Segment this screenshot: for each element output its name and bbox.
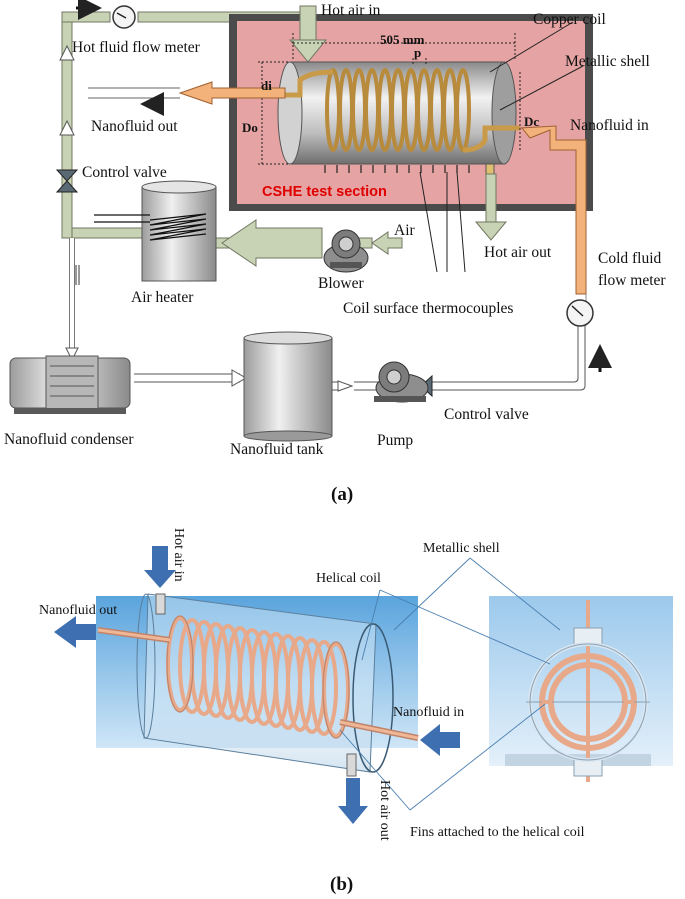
- label-do: Do: [242, 120, 258, 135]
- label-nanofluid-out-b: Nanofluid out: [39, 603, 118, 618]
- cross-section-inset: [505, 600, 651, 782]
- label-air-heater: Air heater: [131, 289, 194, 306]
- label-nanofluid-condenser: Nanofluid condenser: [4, 431, 134, 448]
- label-coil-surface-thermocouples: Coil surface thermocouples: [343, 300, 514, 317]
- blue-arrows: [54, 546, 460, 824]
- hot-fluid-flow-meter: [112, 5, 136, 29]
- caption-b: (b): [330, 874, 354, 895]
- label-hot-fluid-flow-meter: Hot fluid flow meter: [72, 39, 200, 56]
- label-blower: Blower: [318, 275, 364, 292]
- copper-coil-a: [325, 68, 471, 152]
- nanofluid-tank: [243, 331, 333, 442]
- hot-air-out-nozzle: [346, 753, 357, 777]
- hot-air-in-arrow-b: [144, 546, 176, 588]
- label-length: 505 mm: [380, 32, 425, 47]
- nanofluid-out-arrow-b: [54, 616, 96, 648]
- label-test-section: CSHE test section: [262, 184, 387, 200]
- cold-fluid-flow-meter: [566, 299, 594, 327]
- nanofluid-in-arrow-b: [420, 724, 460, 756]
- label-metallic-shell-b: Metallic shell: [423, 541, 500, 556]
- down-arrow-condenser: [65, 347, 79, 362]
- label-hot-air-out: Hot air out: [484, 244, 552, 261]
- hot-air-in-arrow: [288, 39, 328, 63]
- label-control-valve-top: Control valve: [82, 164, 167, 181]
- label-helical-coil: Helical coil: [316, 571, 381, 586]
- top-pipe-left: [61, 11, 111, 23]
- label-control-valve-bottom: Control valve: [444, 406, 529, 423]
- label-pump: Pump: [377, 432, 414, 449]
- label-copper-coil: Copper coil: [533, 11, 606, 28]
- label-hot-air-in: Hot air in: [321, 2, 381, 19]
- air-heater-inlet-arrow: [221, 219, 323, 267]
- panel-a: [9, 0, 612, 442]
- hot-air-out-arrow-b: [338, 778, 368, 824]
- label-cold-fluid-2: flow meter: [598, 272, 666, 289]
- label-nanofluid-in-b: Nanofluid in: [393, 705, 465, 720]
- air-heater: [94, 180, 217, 282]
- thermocouple-leaders: [419, 171, 466, 273]
- heater-pipe: [71, 227, 145, 239]
- caption-a: (a): [331, 484, 354, 505]
- label-nanofluid-in: Nanofluid in: [570, 117, 649, 134]
- pump: [374, 361, 429, 403]
- hot-air-out-arrow: [474, 173, 508, 241]
- label-cold-fluid-1: Cold fluid: [598, 250, 662, 267]
- bottom-loop-lines: [134, 326, 586, 391]
- label-nanofluid-out: Nanofluid out: [91, 118, 178, 135]
- label-hot-air-in-b: Hot air in: [171, 528, 186, 582]
- label-pitch: p: [414, 45, 422, 60]
- label-air: Air: [394, 222, 415, 239]
- label-hot-air-out-b: Hot air out: [377, 780, 392, 841]
- hot-air-in-nozzle: [155, 593, 166, 615]
- thermocouples-a: [324, 165, 470, 173]
- label-di: di: [261, 78, 272, 93]
- label-fins: Fins attached to the helical coil: [410, 825, 585, 840]
- label-dc: Dc: [524, 114, 540, 129]
- leader-lines-b: [339, 557, 561, 811]
- control-valve-top: [55, 169, 79, 193]
- nanofluid-condenser: [9, 355, 131, 414]
- panel-b: [54, 546, 673, 824]
- helical-coil-b: [166, 616, 350, 738]
- test-section: [229, 5, 593, 211]
- label-metallic-shell: Metallic shell: [565, 53, 650, 70]
- nanofluid-out-arrow: [88, 81, 286, 116]
- label-nanofluid-tank: Nanofluid tank: [230, 441, 324, 458]
- air-in-arrow: [371, 231, 403, 255]
- blower: [323, 229, 369, 273]
